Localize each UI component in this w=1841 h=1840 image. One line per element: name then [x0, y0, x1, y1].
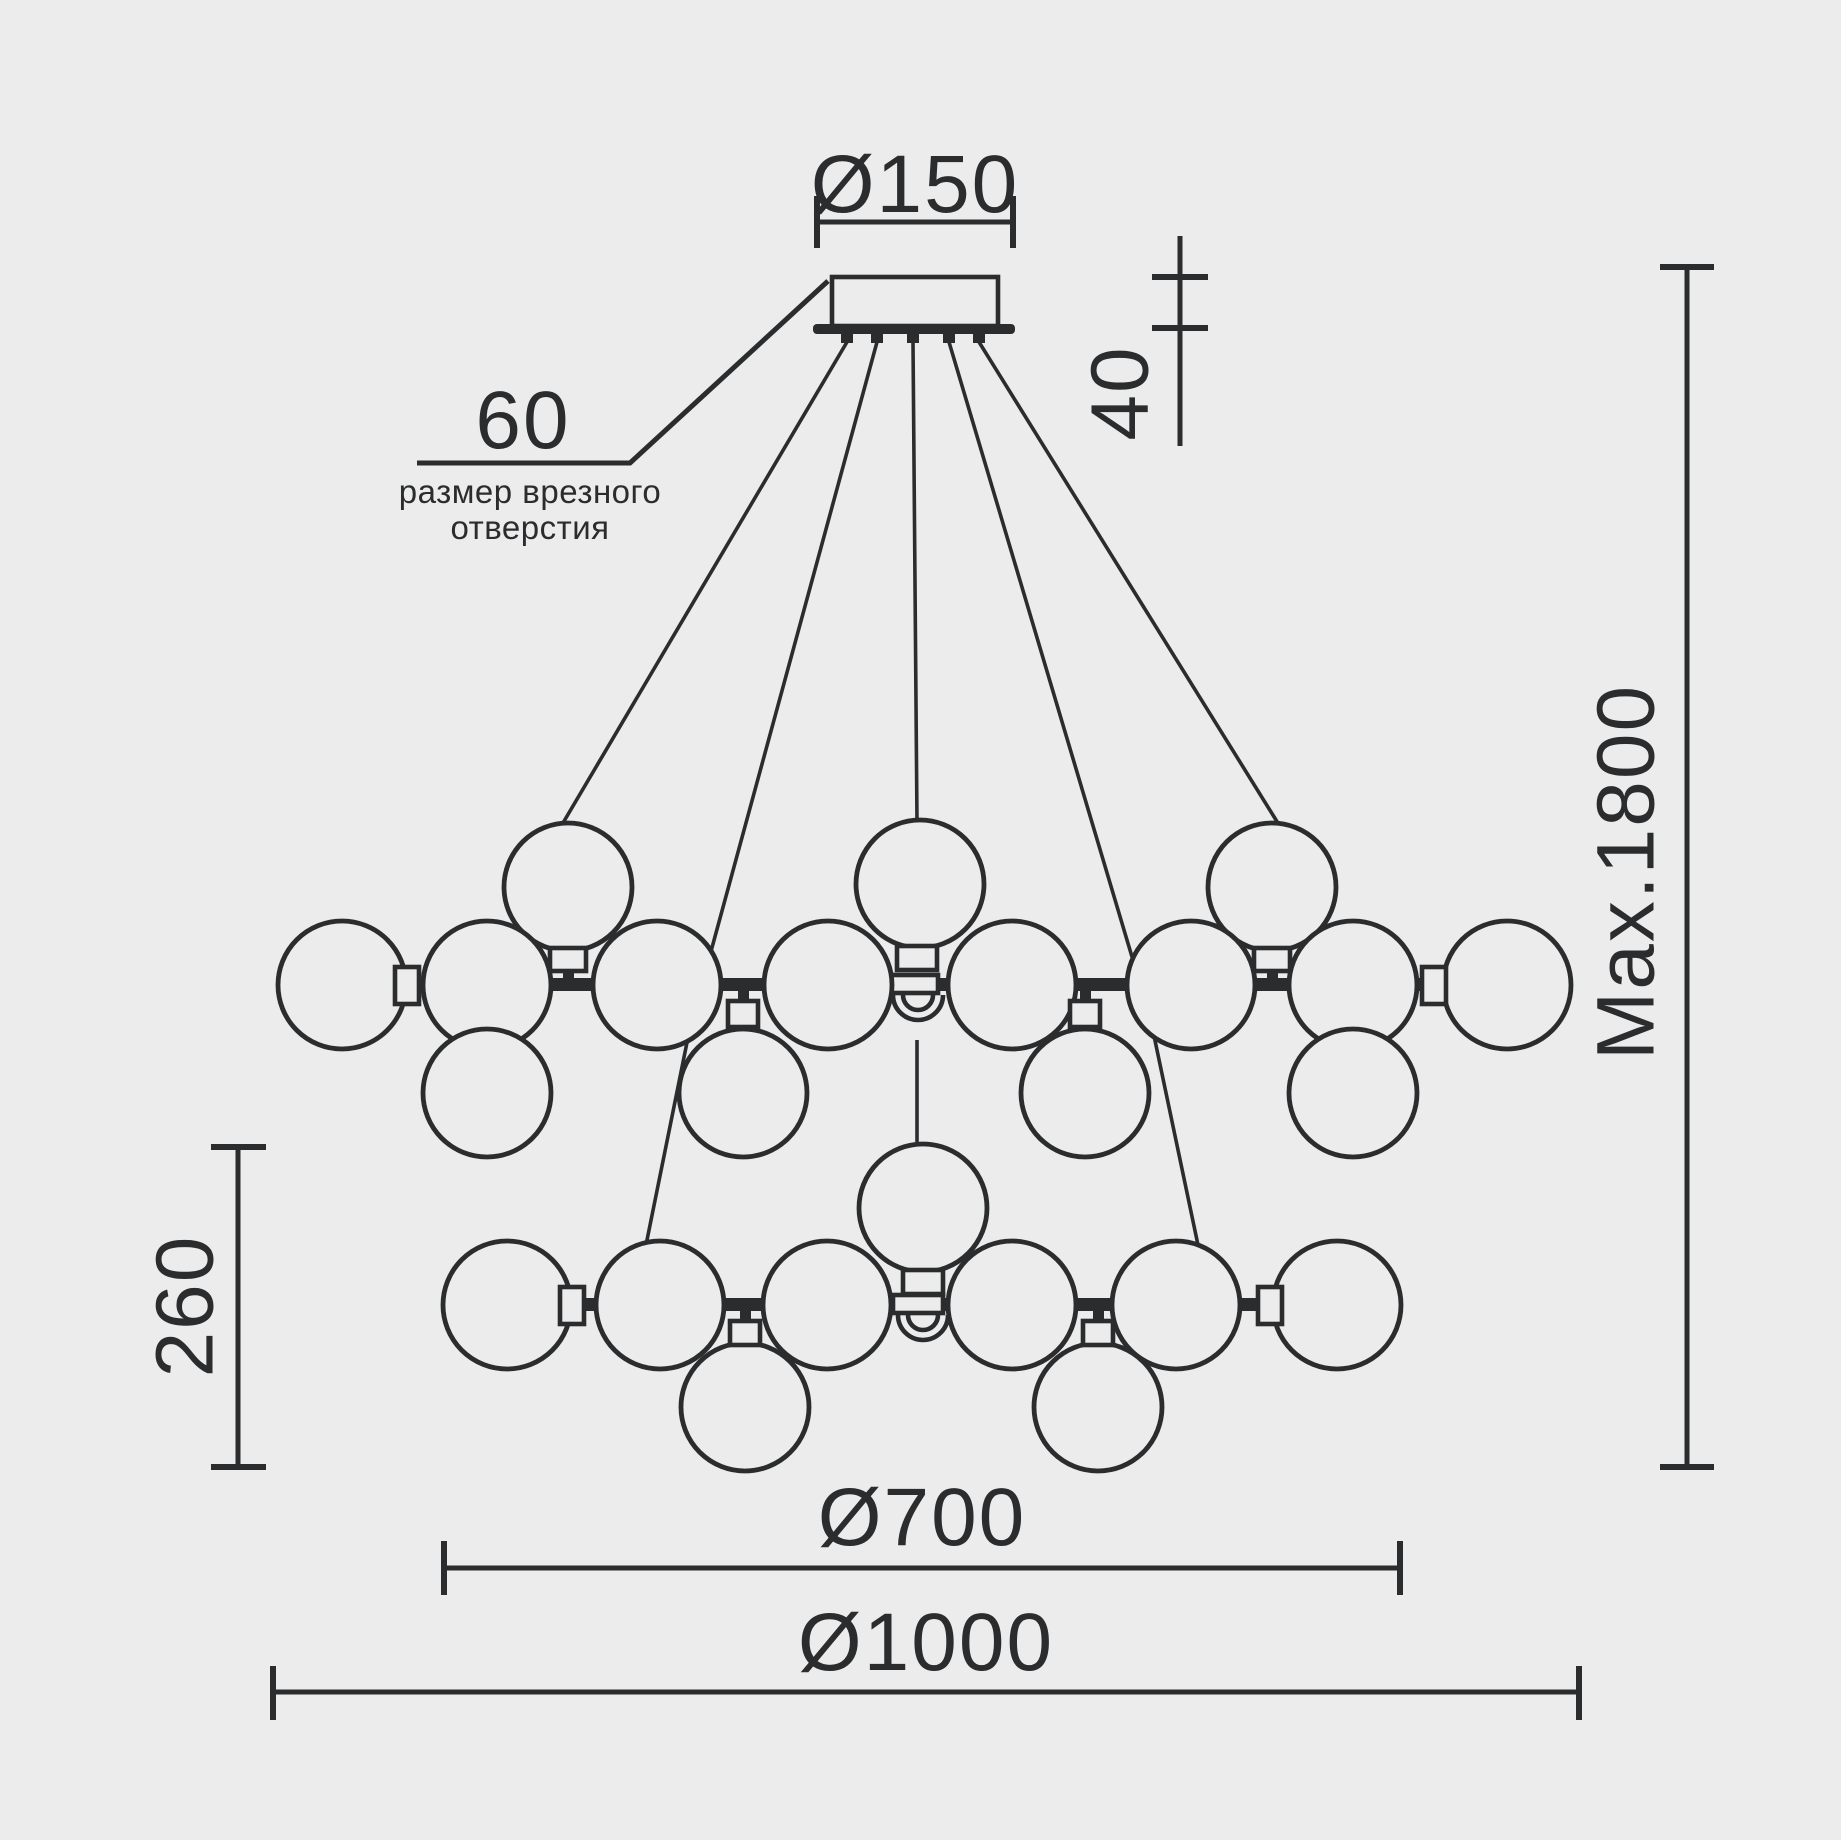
- bulb-sphere: [590, 918, 724, 1052]
- upper-arm-end-connector-right: [1419, 964, 1449, 1007]
- hanging-sphere-connector: [1067, 998, 1103, 1030]
- upper-arm-end-connector-left: [392, 964, 422, 1007]
- raised-sphere-connector: [1251, 945, 1293, 974]
- bulb-sphere: [593, 1238, 727, 1372]
- dimension-canopy-diameter: Ø150: [811, 139, 1020, 248]
- bulb-sphere: [945, 1238, 1079, 1372]
- callout-label-cutout-size: 60: [475, 375, 570, 466]
- bulb-sphere: [1124, 918, 1258, 1052]
- bulb-sphere: [676, 1026, 810, 1160]
- bulb-sphere: [678, 1340, 812, 1474]
- bulb-sphere: [1440, 918, 1574, 1052]
- dimension-upper-tier-diameter: Ø1000: [270, 1597, 1582, 1720]
- callout-note-line2: отверстия: [450, 509, 609, 546]
- wire-center: [911, 341, 919, 824]
- wire-left-inner: [702, 341, 879, 978]
- raised-sphere-connector: [547, 945, 589, 974]
- ceiling-canopy: [813, 274, 1015, 343]
- bulb-sphere: [1109, 1238, 1243, 1372]
- dimension-label-upper-tier-diameter: Ø1000: [798, 1597, 1054, 1688]
- bulb-sphere: [853, 817, 987, 951]
- bulb-sphere: [1286, 1026, 1420, 1160]
- callout-note-line1: размер врезного: [399, 473, 661, 510]
- bulb-sphere: [420, 1026, 554, 1160]
- upper-tier-spheres: [275, 817, 1574, 1160]
- center-socket-arc-inner: [905, 1314, 941, 1333]
- hanging-sphere-connector: [1080, 1318, 1116, 1348]
- bulb-sphere: [945, 918, 1079, 1052]
- lower-arm-end-connector-left: [557, 1284, 587, 1327]
- dimension-label-canopy-height: 40: [1075, 345, 1166, 440]
- center-socket-block: [885, 972, 941, 996]
- bulb-sphere: [856, 1141, 990, 1275]
- upper-tier: [275, 817, 1574, 1160]
- wire-right-outer: [977, 341, 1283, 829]
- center-socket-block: [890, 1292, 946, 1316]
- canopy-body: [829, 274, 1001, 329]
- lower-tier: [440, 1141, 1404, 1474]
- hanging-sphere-connector: [725, 998, 761, 1030]
- bulb-sphere: [760, 1238, 894, 1372]
- raised-sphere-connector: [900, 1267, 946, 1297]
- bulb-sphere: [1270, 1238, 1404, 1372]
- wire-left-outer: [558, 341, 849, 829]
- lower-tier-spheres: [440, 1141, 1404, 1474]
- bulb-sphere: [1018, 1026, 1152, 1160]
- dimension-max-height: Max.1800: [1581, 264, 1714, 1470]
- bulb-sphere: [440, 1238, 574, 1372]
- dimension-label-canopy-diameter: Ø150: [811, 139, 1020, 230]
- bulb-sphere: [761, 918, 895, 1052]
- wire-right-inner: [947, 341, 1140, 978]
- dimension-lower-tier-height: 260: [140, 1144, 266, 1470]
- dimension-label-lower-tier-height: 260: [140, 1235, 231, 1378]
- dimension-label-lower-tier-diameter: Ø700: [818, 1472, 1027, 1563]
- dimension-lower-tier-diameter: Ø700: [441, 1472, 1403, 1595]
- center-socket-arc-outer: [895, 1314, 951, 1343]
- canopy-base-plate: [813, 324, 1015, 334]
- callout-cutout-size: 60 размер врезного отверстия: [399, 279, 830, 546]
- canopy-wire-nipples: [841, 332, 985, 343]
- bulb-sphere: [275, 918, 409, 1052]
- callout-leader-line: [417, 279, 830, 466]
- lower-arm-end-connector-right: [1255, 1284, 1285, 1327]
- raised-sphere-connector: [894, 943, 940, 973]
- bulb-sphere: [1031, 1340, 1165, 1474]
- dimension-label-max-height: Max.1800: [1581, 684, 1672, 1060]
- center-socket-arc-outer: [890, 994, 946, 1023]
- dimension-canopy-height: 40: [1075, 236, 1208, 446]
- center-socket-arc-inner: [900, 994, 936, 1013]
- hanging-sphere-connector: [727, 1318, 763, 1348]
